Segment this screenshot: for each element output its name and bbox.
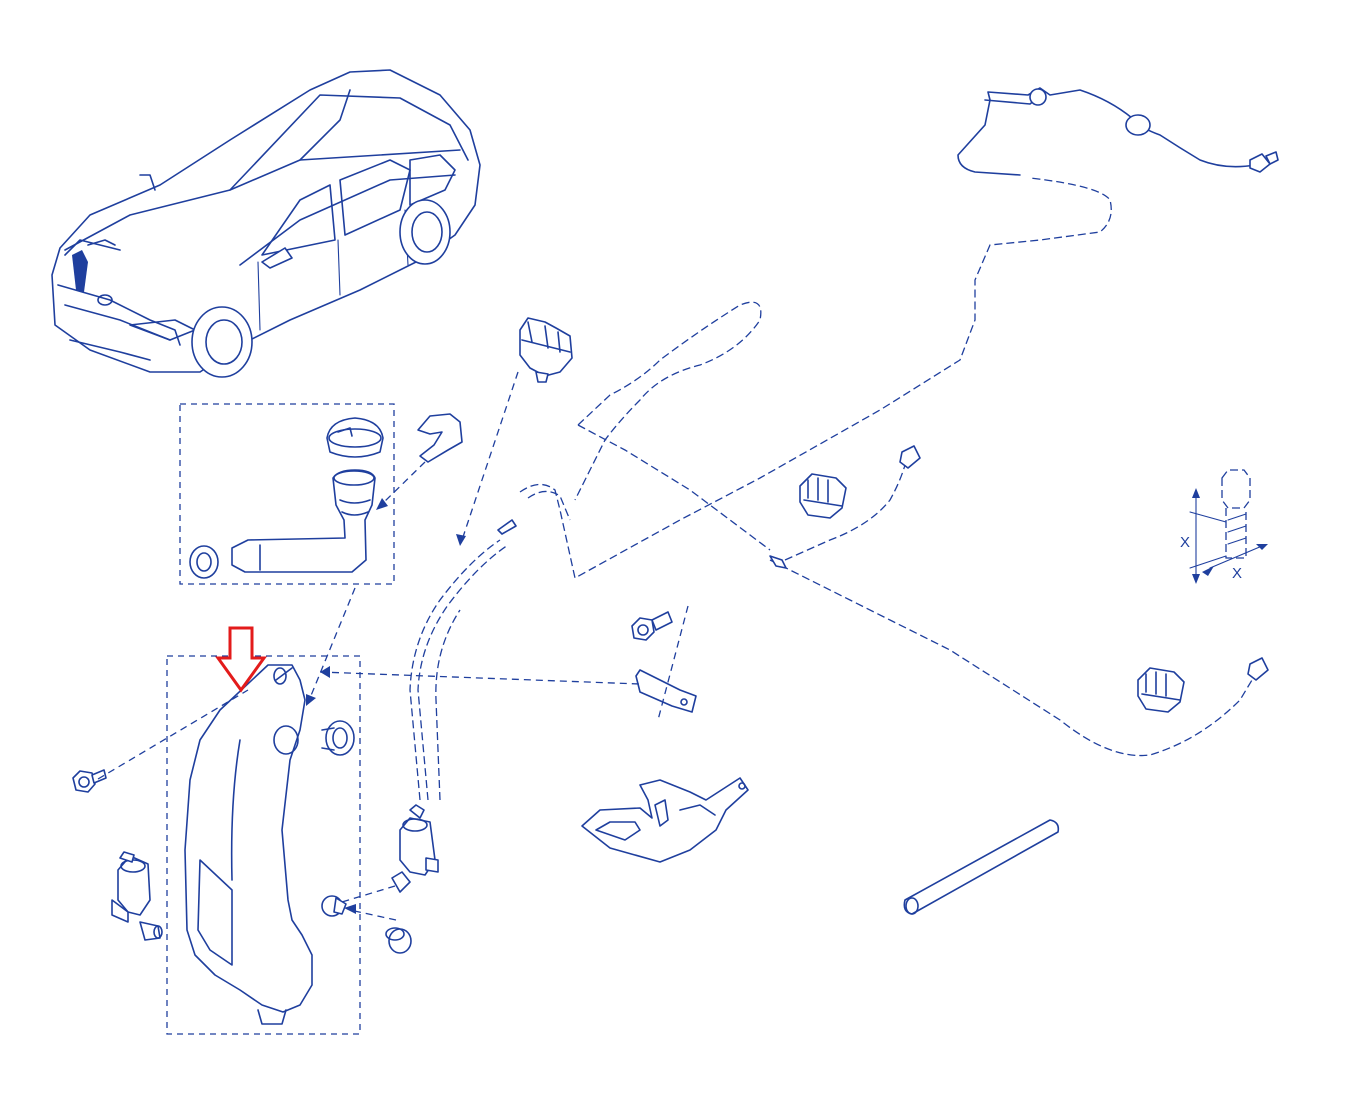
bolt-height-label: X xyxy=(1180,534,1190,551)
hose-clip xyxy=(417,413,463,463)
washer-hose-routing xyxy=(409,177,1253,801)
washer-nozzle-lower xyxy=(1137,667,1185,713)
pump-grommet xyxy=(321,895,347,917)
leader-lines xyxy=(97,371,689,921)
filler-neck-kit-box xyxy=(179,403,395,585)
reservoir-seal-ring xyxy=(321,720,355,756)
washer-reservoir xyxy=(184,664,313,1025)
pump-plug xyxy=(385,927,412,954)
connector-upper xyxy=(899,445,921,469)
long-bolt xyxy=(1221,469,1251,559)
car-illustration xyxy=(51,69,481,378)
reservoir-filler-cap xyxy=(326,417,384,458)
hose-connector-block xyxy=(519,317,573,383)
bolt-dimension-lines xyxy=(1189,488,1268,584)
hose-piece xyxy=(903,819,1060,915)
grommet-small xyxy=(189,545,219,579)
washer-pump-left xyxy=(111,851,163,941)
bolt-width-label: X xyxy=(1232,565,1242,582)
connector-lower xyxy=(1247,657,1269,681)
washer-pump-right xyxy=(391,804,439,893)
pump-mounting-bracket xyxy=(581,777,749,863)
reservoir-bolt xyxy=(72,769,107,793)
filler-neck-pipe xyxy=(231,469,376,573)
nozzle-heater-harness xyxy=(957,87,1279,176)
bracket-bolt xyxy=(631,611,673,641)
washer-nozzle-upper xyxy=(799,473,847,519)
highlight-arrow xyxy=(215,626,267,693)
